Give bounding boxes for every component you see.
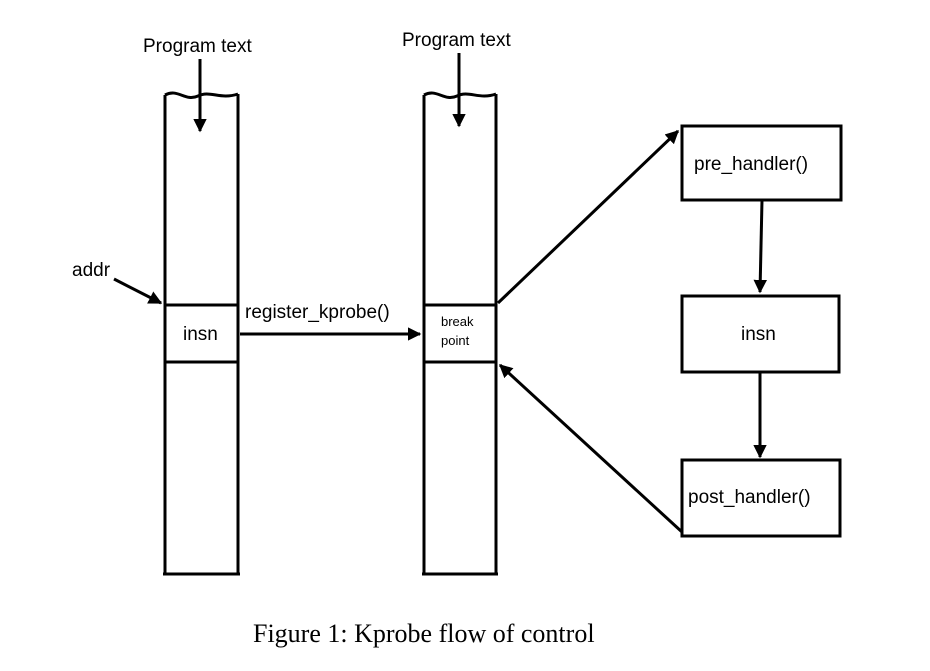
- figure-caption: Figure 1: Kprobe flow of control: [253, 619, 595, 648]
- left-insn-cell: [163, 303, 240, 364]
- handler-insn-box: [680, 294, 841, 374]
- breakpoint-label-line2: point: [441, 333, 470, 348]
- addr-arrow: [113, 277, 163, 305]
- breakpoint-to-pre-handler-arrow: [496, 129, 680, 305]
- breakpoint-cell: [422, 303, 498, 364]
- register-kprobe-label: register_kprobe(): [245, 302, 390, 323]
- post-handler-box: [680, 458, 842, 538]
- pre-handler-label: pre_handler(): [694, 154, 808, 175]
- middle-program-column: [422, 91, 498, 576]
- pre-handler-box: [680, 124, 843, 202]
- left-program-text-label: Program text: [143, 36, 252, 57]
- post-handler-to-breakpoint-arrow: [498, 363, 684, 534]
- post-handler-label: post_handler(): [688, 487, 811, 508]
- breakpoint-label-line1: break: [441, 314, 474, 329]
- left-insn-label: insn: [183, 324, 218, 345]
- handler-insn-label: insn: [741, 324, 776, 345]
- left-program-column: [163, 91, 240, 576]
- addr-label: addr: [72, 260, 111, 281]
- pre-handler-to-insn-arrow: [753, 199, 768, 294]
- middle-program-text-label: Program text: [402, 30, 511, 51]
